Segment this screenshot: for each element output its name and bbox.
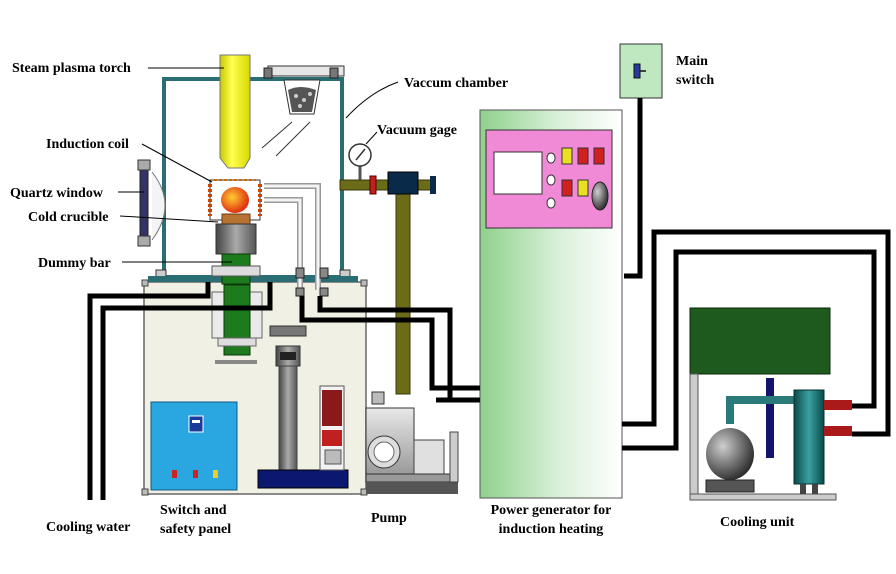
pump <box>365 391 459 494</box>
label-quartz-window: Quartz window <box>10 186 103 201</box>
label-power-generator-line2: induction heating <box>498 522 604 537</box>
label-cold-crucible: Cold crucible <box>28 210 109 225</box>
label-cooling-water: Cooling water <box>46 520 131 535</box>
label-pump: Pump <box>371 511 407 526</box>
label-vacuum-gage: Vacuum gage <box>377 123 457 138</box>
coolant-pipes <box>264 183 329 297</box>
vacuum-line <box>339 171 436 395</box>
label-steam-plasma-torch: Steam plasma torch <box>12 61 131 76</box>
label-main-switch-line2: switch <box>676 73 715 88</box>
power-generator <box>479 109 623 499</box>
cooling-unit <box>689 307 852 501</box>
steam-plasma-torch <box>219 54 251 169</box>
label-vaccum-chamber: Vaccum chamber <box>404 76 509 91</box>
label-dummy-bar: Dummy bar <box>38 256 111 271</box>
withdrawal-mechanism <box>211 284 349 489</box>
switch-safety-panel <box>150 401 238 491</box>
label-switch-panel-line2: safety panel <box>160 522 232 537</box>
label-main-switch-line1: Main <box>676 54 708 69</box>
leader-lines <box>118 67 399 263</box>
cold-crucible <box>215 187 257 255</box>
cables <box>87 98 891 500</box>
quartz-window <box>137 159 166 247</box>
label-switch-panel-line1: Switch and <box>160 503 227 518</box>
label-power-generator-line1: Power generator for <box>490 503 612 518</box>
vacuum-chamber <box>148 65 358 282</box>
main-switch <box>619 43 663 99</box>
vacuum-gage <box>348 143 372 184</box>
label-induction-coil: Induction coil <box>46 137 129 152</box>
label-cooling-unit: Cooling unit <box>720 515 795 530</box>
dummy-bar <box>211 253 261 285</box>
